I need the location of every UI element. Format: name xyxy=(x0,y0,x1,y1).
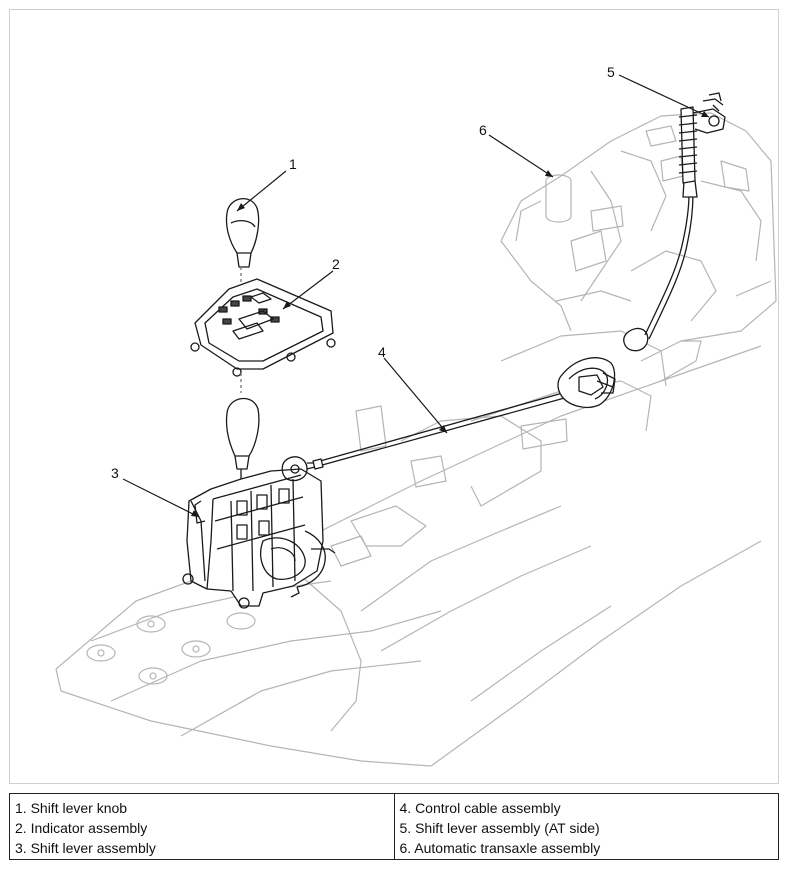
legend-item: 3. Shift lever assembly xyxy=(15,840,156,856)
callout-3: 3 xyxy=(111,465,119,481)
indicator-assembly xyxy=(190,278,336,393)
floor-pad-holes xyxy=(86,612,256,685)
shift-lever-knob-exploded xyxy=(225,198,260,291)
callout-5: 5 xyxy=(607,64,615,80)
shift-lever-assembly-at-side xyxy=(678,92,726,184)
control-cable-assembly xyxy=(306,180,698,470)
shift-lever-assembly xyxy=(182,397,336,609)
callout-6: 6 xyxy=(479,122,487,138)
legend-item: 6. Automatic transaxle assembly xyxy=(399,840,601,856)
legend-item: 5. Shift lever assembly (AT side) xyxy=(399,820,600,836)
exploded-view-drawing: 1 2 3 4 6 5 xyxy=(55,64,777,767)
legend-item: 2. Indicator assembly xyxy=(15,820,148,836)
callout-4: 4 xyxy=(378,344,386,360)
leader-arrowheads xyxy=(191,111,709,517)
callout-1: 1 xyxy=(289,156,297,172)
leader-lines xyxy=(122,74,710,518)
parts-legend-table: 1. Shift lever knob 2. Indicator assembl… xyxy=(9,793,779,860)
legend-column-right: 4. Control cable assembly 5. Shift lever… xyxy=(393,794,779,859)
legend-item: 1. Shift lever knob xyxy=(15,800,128,816)
legend-column-left: 1. Shift lever knob 2. Indicator assembl… xyxy=(10,794,394,859)
floor-panel-outline xyxy=(55,330,762,767)
callout-2: 2 xyxy=(332,256,340,272)
automatic-transaxle-outline xyxy=(500,112,777,342)
diagram-figure: 1 2 3 4 6 5 xyxy=(9,9,779,784)
legend-item: 4. Control cable assembly xyxy=(399,800,561,816)
